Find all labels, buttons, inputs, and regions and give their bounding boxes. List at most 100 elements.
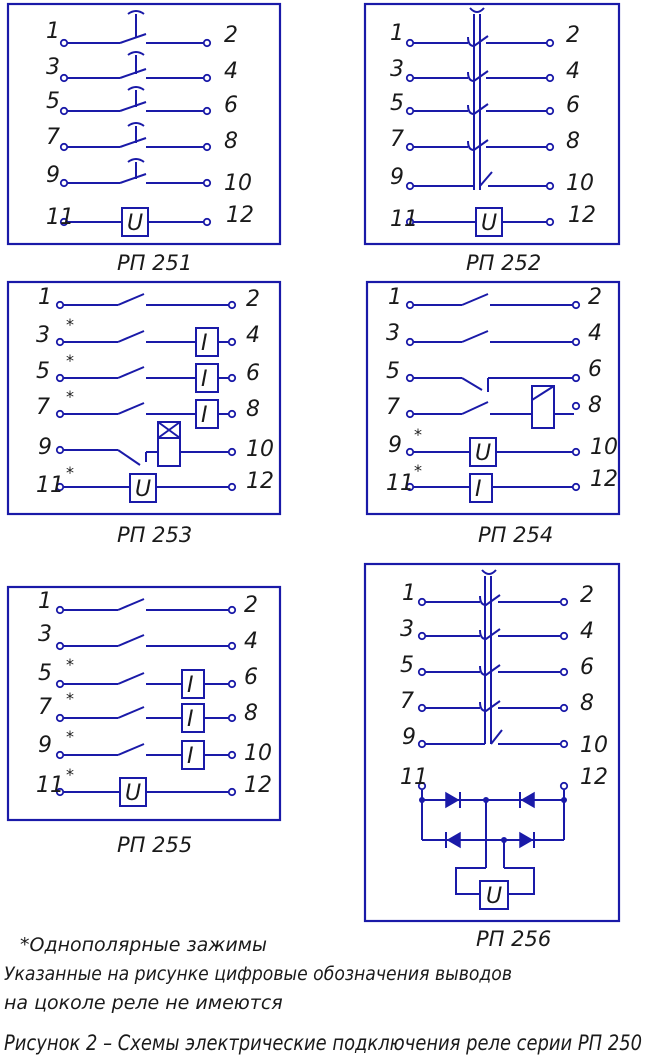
terminal-label: 6 (246, 361, 260, 386)
coil-symbol: U (475, 441, 491, 466)
terminal-label: 12 (226, 203, 254, 228)
rp251-row-3-4: 3 4 (46, 51, 238, 84)
star-mark: * (66, 727, 74, 746)
diode (519, 791, 535, 809)
rp254-row-1-2: 1 2 (388, 285, 602, 310)
rp255-row-5-6: I 5 * 6 (38, 655, 258, 699)
terminal-label: 4 (588, 321, 602, 346)
terminal-label: 2 (566, 23, 580, 48)
coil-symbol: I (187, 707, 194, 732)
terminal-label: 10 (580, 733, 608, 758)
terminal-label: 1 (402, 581, 416, 606)
diode (445, 831, 461, 849)
terminal-label: 5 (38, 661, 52, 686)
panel-rp253-label: РП 253 (117, 523, 192, 547)
terminal-label: 9 (388, 433, 402, 458)
rp255-row-11-12: U 11 * 12 (36, 765, 272, 807)
rp256-row-7-8: 7 8 (400, 689, 594, 716)
terminal-label: 2 (588, 285, 602, 310)
rp255-row-1-2: 1 2 (38, 589, 258, 618)
current-coil (195, 327, 219, 357)
voltage-coil (119, 777, 147, 807)
terminal-label: 2 (246, 287, 260, 312)
diode (519, 831, 535, 849)
terminal-label: 10 (566, 171, 594, 196)
terminal-label: 2 (224, 23, 238, 48)
current-coil (195, 399, 219, 429)
terminal-label: 7 (38, 695, 52, 720)
note-line-1: Указанные на рисунке цифровые обозначени… (4, 963, 512, 985)
terminal-label: 12 (244, 773, 272, 798)
panel-rp256: 1 2 3 4 5 6 7 8 9 10 1 (363, 562, 621, 951)
diode (445, 791, 461, 809)
terminal-label: 3 (386, 321, 400, 346)
terminal-label: 7 (400, 689, 414, 714)
star-mark: * (66, 351, 74, 370)
rp256-row-5-6: 5 6 (400, 653, 594, 680)
coil-symbol: U (127, 211, 143, 236)
panel-rp254-label: РП 254 (478, 523, 553, 547)
terminal-label: 9 (402, 725, 416, 750)
panel-rp252-label: РП 252 (466, 251, 541, 275)
note-line-2: на цоколе реле не имеются (4, 992, 283, 1014)
current-coil (181, 669, 205, 699)
terminal-label: 6 (244, 665, 258, 690)
rp255-row-9-10: I 9 * 10 (38, 727, 272, 770)
rp253-row-5-6: I 5 * 6 (36, 351, 260, 393)
terminal-label: 3 (38, 622, 52, 647)
terminal-label: 11 (386, 471, 414, 496)
terminal-label: 9 (38, 435, 52, 460)
terminal-label: 6 (580, 655, 594, 680)
figure-caption: Рисунок 2 – Схемы электрические подключе… (4, 1031, 642, 1055)
star-mark: * (66, 689, 74, 708)
terminal-label: 1 (46, 19, 60, 44)
coil-symbol: I (201, 403, 208, 428)
panel-rp251-frame (6, 2, 282, 246)
voltage-coil (129, 473, 157, 503)
rp252-row-1-2: 1 2 (390, 21, 580, 48)
star-mark: * (66, 315, 74, 334)
panel-rp251: 1 2 3 4 5 6 7 8 9 10 (6, 2, 282, 275)
terminal-label: 8 (580, 691, 594, 716)
terminal-label: 1 (390, 21, 404, 46)
panel-rp253: 1 2 I 3 * 4 I 5 * 6 I 7 * 8 (6, 280, 282, 547)
terminal-label: 2 (580, 583, 594, 608)
rp252-row-3-4: 3 4 (390, 57, 580, 84)
terminal-label: 8 (566, 129, 580, 154)
terminal-label: 5 (386, 359, 400, 384)
rp254-row-7-8: 7 8 (386, 385, 602, 429)
terminal-label: 3 (390, 57, 404, 82)
voltage-coil (469, 437, 497, 467)
rp256-row-1-2: 1 2 (402, 581, 594, 608)
terminal-label: 9 (46, 163, 60, 188)
coil-symbol: U (135, 477, 151, 502)
coil-symbol: I (201, 367, 208, 392)
terminal-label: 4 (566, 59, 580, 84)
terminal-label: 7 (386, 395, 400, 420)
terminal-label: 11 (390, 207, 418, 232)
coil-symbol: I (475, 477, 482, 502)
star-mark: * (66, 765, 74, 784)
rp256-rectifier-bridge: 11 12 U (400, 765, 608, 910)
terminal-label: 3 (36, 323, 50, 348)
terminal-label: 10 (590, 435, 618, 460)
panel-rp255: 1 2 3 4 I 5 * 6 I 7 * 8 (6, 585, 282, 857)
note-asterisk: *Однополярные зажимы (20, 934, 267, 956)
rp251-row-7-8: 7 8 (46, 122, 238, 154)
terminal-label: 12 (590, 467, 618, 492)
terminal-label: 7 (390, 127, 404, 152)
terminal-label: 5 (46, 89, 60, 114)
panel-rp252: 1 2 3 4 5 6 7 8 (363, 2, 621, 275)
terminal-label: 8 (588, 393, 602, 418)
rp253-row-1-2: 1 2 (38, 285, 260, 312)
current-coil (195, 363, 219, 393)
signal-coil (157, 437, 181, 467)
coil-symbol: I (187, 744, 194, 769)
terminal-label: 6 (224, 93, 238, 118)
panel-rp253-frame (6, 280, 282, 516)
terminal-label: 9 (38, 733, 52, 758)
terminal-label: 3 (400, 617, 414, 642)
terminal-label: 11 (36, 773, 64, 798)
current-coil (181, 740, 205, 770)
terminal-label: 6 (588, 357, 602, 382)
